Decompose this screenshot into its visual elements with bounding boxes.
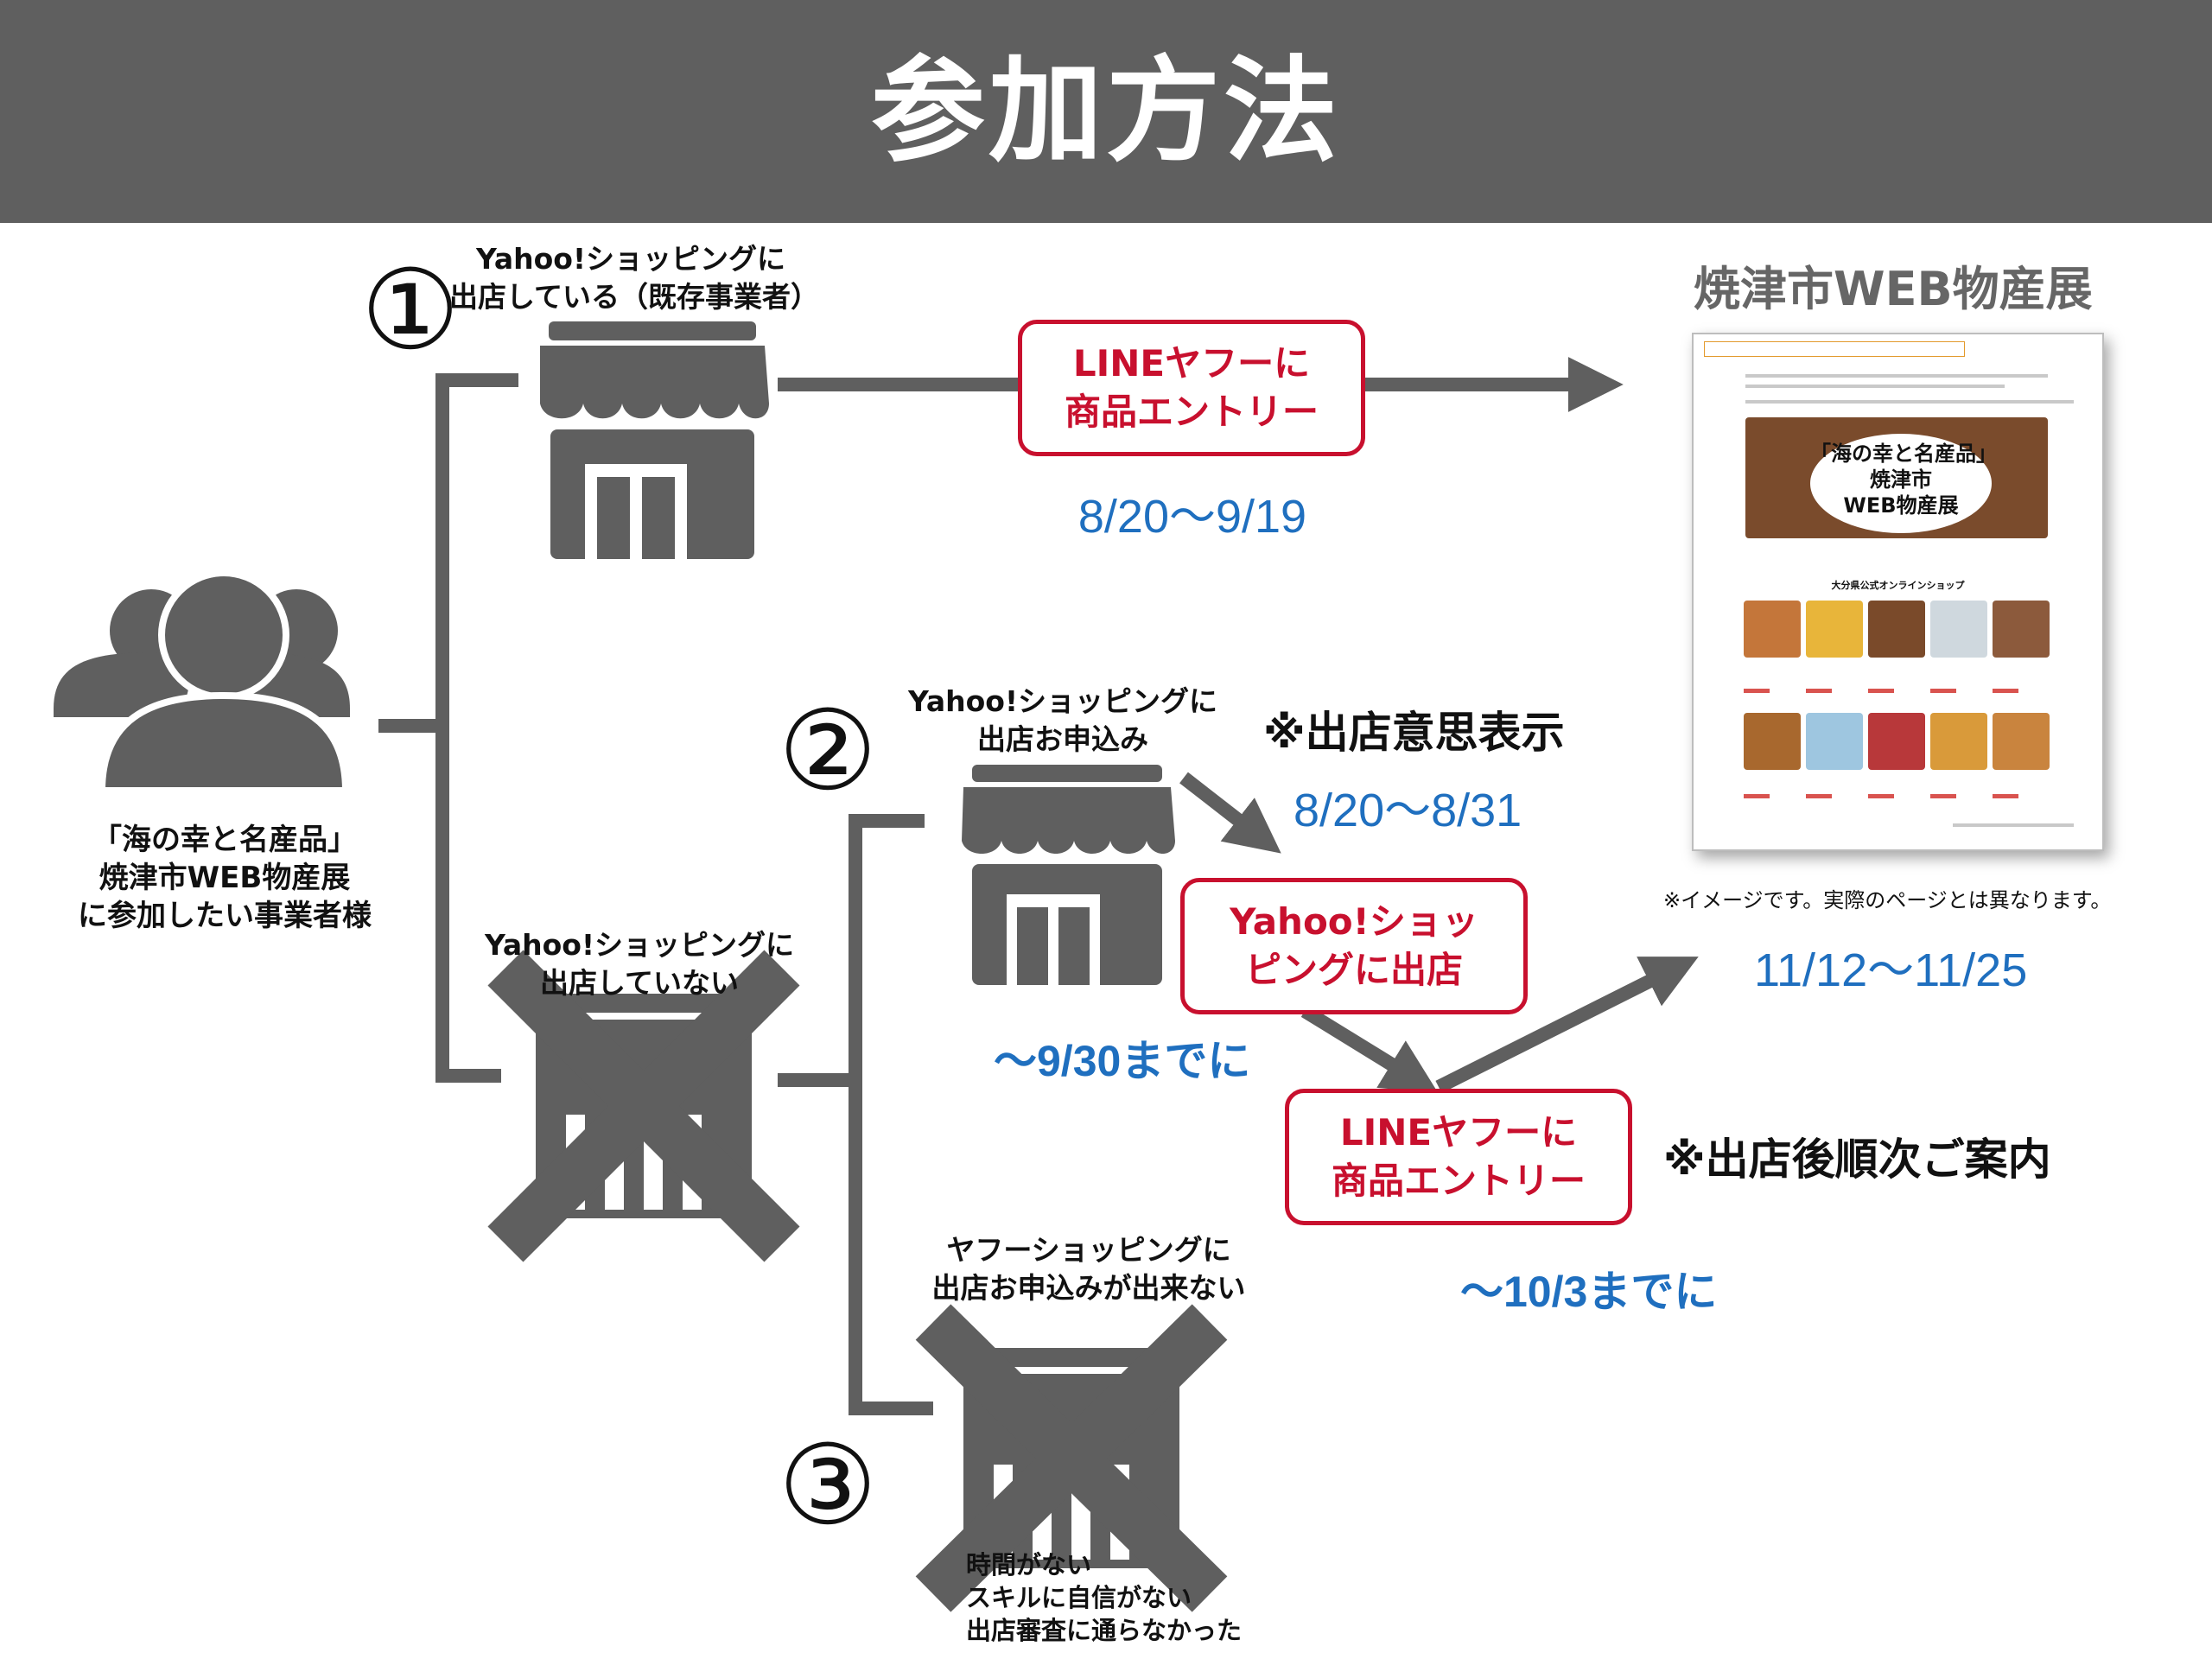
preview-price xyxy=(1868,794,1894,798)
box-line: 商品エントリー xyxy=(1064,391,1319,433)
route1-period: 8/20〜9/19 xyxy=(1077,491,1307,543)
preview-product xyxy=(1993,601,2050,658)
preview-product xyxy=(1744,601,1801,658)
intent-note: ※出店意思表示 xyxy=(1263,708,1565,758)
entry-deadline: 〜10/3までに xyxy=(1460,1268,1718,1316)
bubble-line: 「海の幸と名産品」 xyxy=(1810,442,1997,466)
store-icon xyxy=(962,765,1175,985)
label-line: 出店していない xyxy=(539,966,739,1000)
preview-product xyxy=(1744,713,1801,770)
label-line: Yahoo!ショッピングに xyxy=(475,242,786,276)
arrow-to-open-box xyxy=(1179,772,1281,854)
intent-period: 8/20〜8/31 xyxy=(1294,785,1522,836)
reason-item: 時間がない xyxy=(966,1550,1092,1580)
people-caption: 「海の幸と名産品」 焼津市WEB物産展 に参加したい事業者様 xyxy=(17,821,432,935)
preview-text-line xyxy=(1745,374,2048,378)
preview-price xyxy=(1806,689,1832,693)
box-line: LINEヤフーに xyxy=(1072,342,1311,385)
people-group-icon xyxy=(54,569,350,794)
box-line: LINEヤフーに xyxy=(1339,1111,1578,1154)
preview-price xyxy=(1993,794,2018,798)
expo-disclaimer: ※イメージです。実際のページとは異なります。 xyxy=(1663,888,2112,912)
label-line: 出店している（既存事業者） xyxy=(449,280,820,314)
preview-price xyxy=(1744,689,1770,693)
store-icon xyxy=(540,321,769,559)
header-bar xyxy=(0,0,2212,223)
store-crossed-icon xyxy=(487,950,800,1262)
preview-shop-title: 大分県公式オンラインショップ xyxy=(1831,580,1965,591)
preview-price xyxy=(1868,689,1894,693)
caption-line: 「海の幸と名産品」 xyxy=(92,823,357,857)
route2-label: Yahoo!ショッピングに 出店お申込み xyxy=(890,683,1236,759)
open-deadline: 〜9/30までに xyxy=(994,1037,1251,1085)
store-crossed-icon xyxy=(915,1304,1228,1612)
preview-product xyxy=(1868,713,1925,770)
preview-product xyxy=(1930,713,1987,770)
expo-period: 11/12〜11/25 xyxy=(1754,944,2028,996)
line-yahoo-entry-box-2: LINEヤフーに 商品エントリー xyxy=(1285,1089,1632,1225)
arrow-to-expo-period xyxy=(1435,957,1699,1094)
preview-product xyxy=(1993,713,2050,770)
label-line: 出店お申込み xyxy=(977,722,1148,756)
preview-price xyxy=(1930,689,1956,693)
preview-text-line xyxy=(1745,400,2074,404)
expo-title: 焼津市WEB物産展 xyxy=(1694,262,2093,316)
bubble-line: 焼津市 xyxy=(1870,467,1932,492)
caption-line: 焼津市WEB物産展 xyxy=(99,861,351,895)
preview-price xyxy=(1806,794,1832,798)
preview-search-bar xyxy=(1704,341,1965,357)
reason-item: スキルに自信がない xyxy=(966,1583,1192,1612)
label-line: ヤフーショッピングに xyxy=(946,1233,1231,1267)
caption-line: に参加したい事業者様 xyxy=(78,899,372,933)
page-title: 参加方法 xyxy=(871,45,1341,178)
route3-label: ヤフーショッピングに 出店お申込みが出来ない xyxy=(907,1231,1270,1307)
preview-product xyxy=(1930,601,1987,658)
preview-text-line xyxy=(1745,385,2005,388)
yahoo-open-box: Yahoo!ショッ ピングに出店 xyxy=(1180,878,1528,1014)
preview-price xyxy=(1993,689,2018,693)
arrow-to-entry-box xyxy=(1300,1005,1439,1094)
preview-price xyxy=(1744,794,1770,798)
route1-label: Yahoo!ショッピングに 出店している（既存事業者） xyxy=(449,240,820,316)
box-line: Yahoo!ショッ xyxy=(1230,900,1478,943)
label-line: Yahoo!ショッピングに xyxy=(907,684,1218,718)
reason-item: 出店審査に通らなかった xyxy=(966,1616,1243,1645)
box-line: ピングに出店 xyxy=(1244,949,1463,991)
route-number-3: ③ xyxy=(778,1421,878,1550)
preview-text-line xyxy=(1953,823,2074,827)
preview-product xyxy=(1806,713,1863,770)
not-open-label: Yahoo!ショッピングに 出店していない xyxy=(467,926,812,1002)
preview-bubble: 「海の幸と名産品」 焼津市 WEB物産展 xyxy=(1810,434,1997,533)
preview-product xyxy=(1868,601,1925,658)
route-number-2: ② xyxy=(778,687,878,816)
line-yahoo-entry-box: LINEヤフーに 商品エントリー xyxy=(1018,320,1365,456)
label-line: Yahoo!ショッピングに xyxy=(484,928,795,962)
bubble-line: WEB物産展 xyxy=(1843,493,1959,518)
box-line: 商品エントリー xyxy=(1331,1160,1586,1202)
preview-price xyxy=(1930,794,1956,798)
route-number-1: ① xyxy=(360,246,461,375)
expo-page-preview: 「海の幸と名産品」 焼津市 WEB物産展 大分県公式オンラインショップ xyxy=(1692,333,2104,851)
entry-note: ※出店後順次ご案内 xyxy=(1663,1135,2051,1185)
label-line: 出店お申込みが出来ない xyxy=(931,1271,1246,1305)
route3-reasons: 時間がない スキルに自信がない 出店審査に通らなかった xyxy=(966,1548,1242,1647)
preview-product xyxy=(1806,601,1863,658)
